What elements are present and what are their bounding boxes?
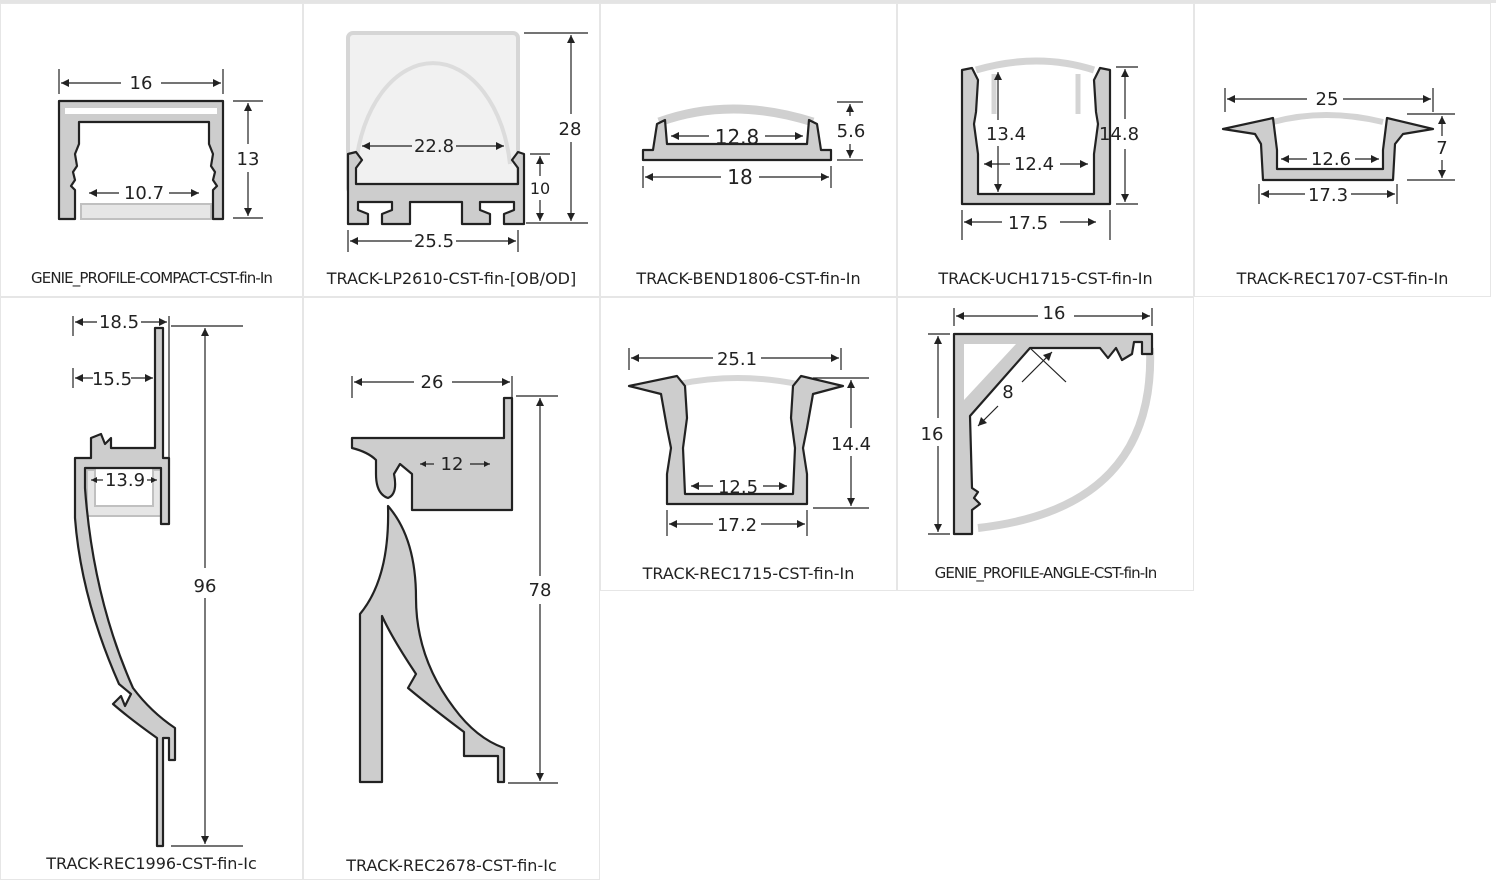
dim-label: 10.7 [124, 183, 164, 204]
dim-label: 17.3 [1308, 185, 1348, 206]
dim-label: 26 [421, 372, 444, 393]
dim-label: 25.5 [414, 231, 454, 252]
profile-card-uch1715[interactable]: 13.4 14.8 12.4 17.5 TRACK-UCH1715-CST-fi… [897, 3, 1194, 297]
profile-card-rec1715[interactable]: 25.1 14.4 12.5 17.2 TRACK-REC1715-CST-fi… [600, 297, 897, 591]
profile-card-rec1996[interactable]: 18.5 15.5 13.9 96 TRACK-REC1996-CST-fin-… [0, 297, 303, 880]
dim-label: 16 [130, 73, 153, 94]
profile-name: GENIE_PROFILE-COMPACT-CST-fin-In [31, 269, 273, 287]
profile-drawing: 28 22.8 10 25.5 [346, 31, 588, 252]
profile-name: GENIE_PROFILE-ANGLE-CST-fin-In [934, 564, 1158, 582]
dim-label: 13.9 [105, 470, 145, 491]
profile-drawing: 26 12 78 [350, 372, 558, 784]
profile-drawing: 13.4 14.8 12.4 17.5 [960, 57, 1139, 240]
profile-card-rec1707[interactable]: 25 7 12.6 17.3 TRACK-REC1707-CST-fin-In [1194, 3, 1491, 297]
dim-label: 12 [441, 454, 464, 475]
dim-label: 17.5 [1008, 213, 1048, 234]
dim-label: 12.6 [1311, 149, 1351, 170]
profile-drawing: 25.1 14.4 12.5 17.2 [627, 348, 871, 536]
profile-name: TRACK-BEND1806-CST-fin-In [636, 269, 861, 288]
profile-name: TRACK-REC2678-CST-fin-Ic [346, 856, 557, 875]
dim-label: 17.2 [717, 515, 757, 536]
dim-label: 18.5 [99, 312, 139, 333]
profile-name: TRACK-REC1996-CST-fin-Ic [46, 854, 257, 873]
profile-drawing: 25 7 12.6 17.3 [1221, 88, 1455, 206]
dim-label: 8 [1002, 382, 1013, 403]
dim-label: 13 [237, 149, 260, 170]
dim-label: 7 [1436, 138, 1447, 159]
dim-label: 78 [529, 580, 552, 601]
profile-name: TRACK-UCH1715-CST-fin-In [938, 269, 1153, 288]
dim-label: 10 [530, 179, 550, 198]
dim-label: 5.6 [837, 121, 866, 142]
dim-label: 16 [1043, 303, 1066, 324]
profile-card-lp2610[interactable]: 28 22.8 10 25.5 TRACK-LP2610-CST-fin-[OB… [303, 3, 600, 297]
dim-label: 25.1 [717, 349, 757, 370]
dim-label: 15.5 [92, 369, 132, 390]
profile-name: TRACK-LP2610-CST-fin-[OB/OD] [326, 269, 577, 288]
profile-drawing: 16 8 16 [921, 303, 1155, 536]
profile-card-genie-angle[interactable]: 16 8 16 GENIE_PROFILE-ANGLE-CST-fin-In [897, 297, 1194, 591]
dim-label: 22.8 [414, 136, 454, 157]
profile-drawing: 18.5 15.5 13.9 96 [72, 312, 243, 848]
dim-label: 18 [727, 165, 752, 189]
profile-drawing: 16 13 10.7 [57, 69, 263, 221]
profile-card-bend1806[interactable]: 12.8 5.6 18 TRACK-BEND1806-CST-fin-In [600, 3, 897, 297]
dim-label: 13.4 [986, 124, 1026, 145]
profile-drawing: 12.8 5.6 18 [641, 101, 866, 189]
dim-label: 96 [194, 576, 217, 597]
dim-label: 28 [559, 119, 582, 140]
top-border [0, 0, 1496, 3]
profile-card-rec2678[interactable]: 26 12 78 TRACK-REC2678-CST-fin-Ic [303, 297, 600, 880]
dim-label: 16 [921, 424, 944, 445]
dim-label: 14.8 [1099, 124, 1139, 145]
profile-name: TRACK-REC1715-CST-fin-In [642, 564, 855, 583]
profile-card-genie-compact[interactable]: 16 13 10.7 GENIE_PROFILE-COMPACT-CST-fin… [0, 3, 303, 297]
profile-name: TRACK-REC1707-CST-fin-In [1236, 269, 1449, 288]
dim-label: 14.4 [831, 434, 871, 455]
dim-label: 12.5 [718, 477, 758, 498]
dim-label: 25 [1316, 89, 1339, 110]
dim-label: 12.8 [715, 125, 760, 149]
dim-label: 12.4 [1014, 154, 1054, 175]
